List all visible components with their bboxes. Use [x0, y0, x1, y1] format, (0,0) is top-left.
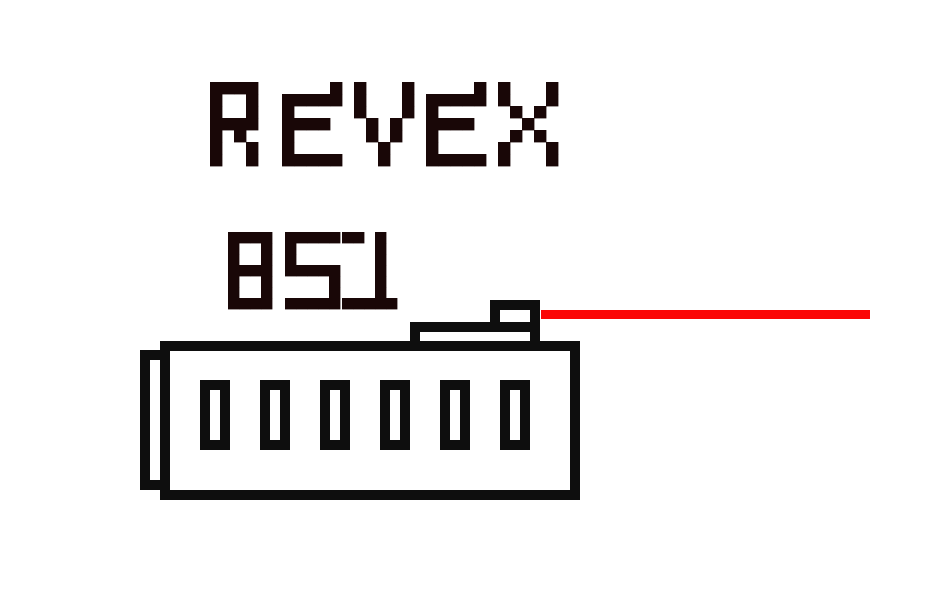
connector-tab: [490, 300, 540, 332]
connector-slot: [440, 380, 470, 450]
connector-body: [160, 341, 580, 500]
brand-title-text: [210, 82, 559, 167]
connector-step: [410, 322, 540, 351]
connector-slot: [500, 380, 530, 450]
connector-outline: [140, 300, 580, 500]
connector-slots: [200, 380, 530, 450]
connector-slot: [320, 380, 350, 450]
connector-slot: [260, 380, 290, 450]
part-label-text: [228, 232, 398, 310]
connector-slot: [200, 380, 230, 450]
connector-slot: [380, 380, 410, 450]
connector-left-bracket: [140, 350, 165, 490]
